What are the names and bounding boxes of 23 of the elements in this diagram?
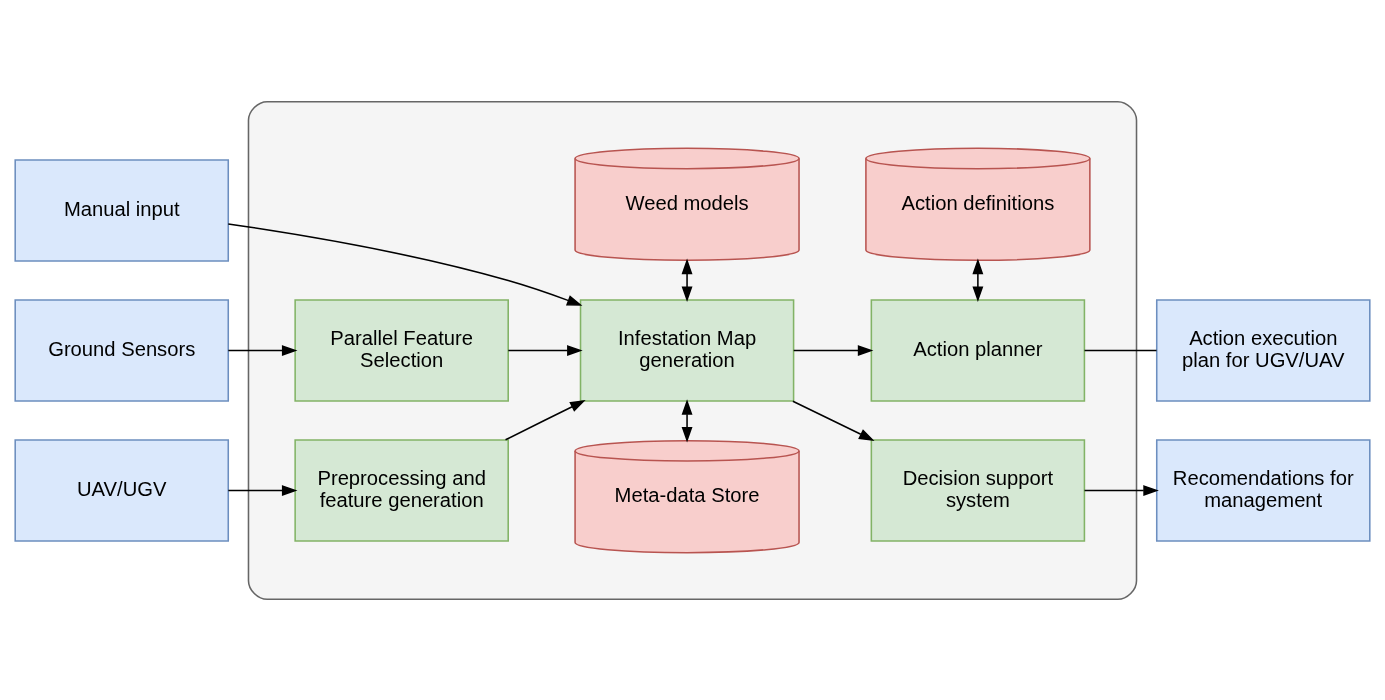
node-box: Decision support system (870, 438, 1086, 542)
node-box: Recomendations for management (1155, 438, 1371, 542)
node-box: Ground Sensors (14, 298, 230, 402)
arrow (792, 344, 874, 356)
node-box: Infestation Map generation (579, 298, 795, 402)
arrow (681, 398, 693, 443)
cluster (247, 100, 1138, 600)
connector (1083, 349, 1158, 351)
arrow (1083, 484, 1159, 496)
node-box: Parallel Feature Selection (294, 298, 509, 402)
arrow (227, 484, 298, 496)
node-box: UAV/UGV (14, 438, 230, 542)
node-box: Preprocessing and feature generation (294, 438, 509, 542)
node-box: Manual input (14, 158, 230, 262)
arrow (507, 344, 583, 356)
node-box: Action planner (870, 298, 1086, 402)
arrow (504, 399, 586, 440)
arrow (227, 222, 583, 306)
node-box: Action execution plan for UGV/UAV (1155, 298, 1371, 402)
arrow (681, 258, 693, 302)
arrow (792, 399, 875, 441)
arrow (972, 258, 984, 302)
arrow (227, 344, 298, 356)
